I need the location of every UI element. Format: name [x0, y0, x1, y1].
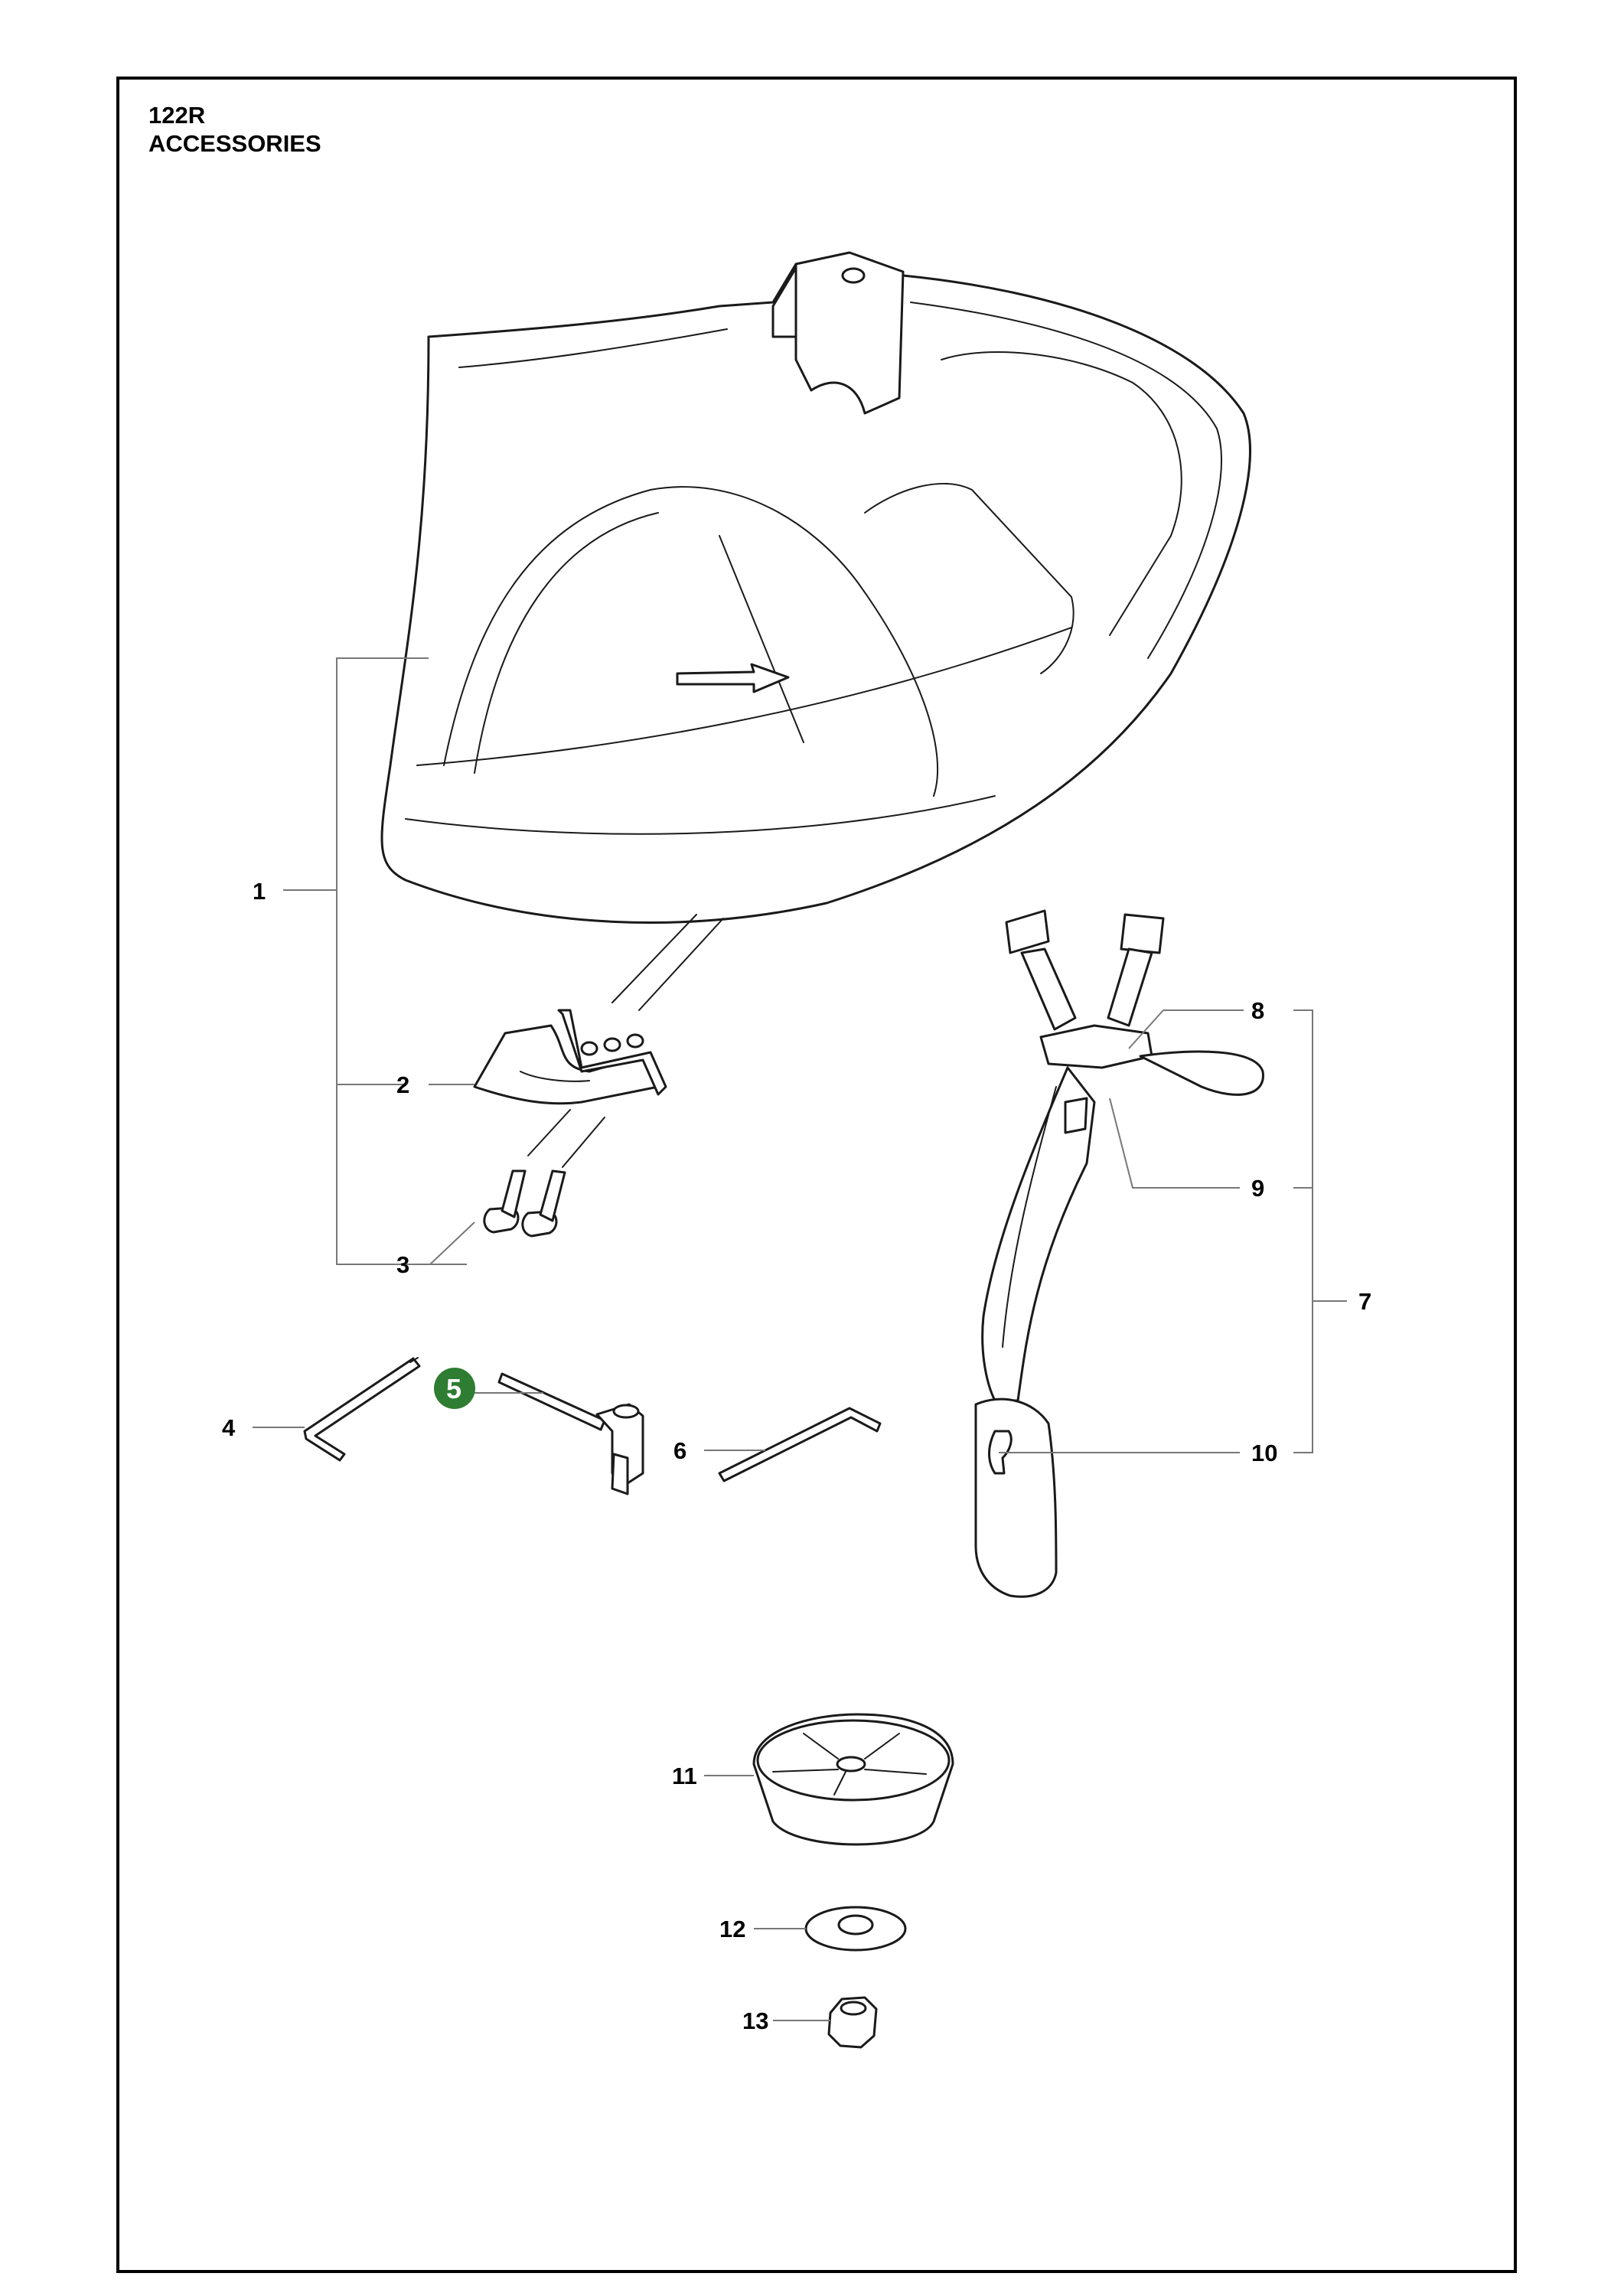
callout-6: 6	[673, 1437, 686, 1464]
callout-11: 11	[672, 1763, 697, 1789]
callout-10: 10	[1251, 1440, 1277, 1466]
guard-bracket-drawing	[473, 914, 724, 1105]
callout-3: 3	[396, 1251, 409, 1278]
callout-13: 13	[742, 2007, 768, 2034]
support-cup-drawing	[752, 1713, 954, 1846]
callout-8: 8	[1251, 997, 1264, 1024]
callout-5: 5	[446, 1373, 461, 1404]
drawing-frame	[116, 77, 1517, 2273]
washer-drawing	[804, 1906, 907, 1952]
callout-labels: 1 2 3 4 5 6 7 8 9 10 11 12 13	[222, 878, 1371, 2034]
callout-12: 12	[719, 1916, 745, 1942]
callout-4: 4	[222, 1414, 236, 1441]
callout-1: 1	[253, 878, 266, 905]
hex-key-drawing	[303, 1357, 421, 1462]
callout-2: 2	[396, 1071, 409, 1098]
grass-guard-drawing	[380, 251, 1251, 924]
section-title: ACCESSORIES	[148, 130, 321, 157]
nut-drawing	[827, 1996, 878, 2049]
harness-drawing	[974, 909, 1264, 1598]
callout-7: 7	[1358, 1288, 1371, 1315]
hex-key-long-drawing	[718, 1407, 882, 1482]
callout-9: 9	[1251, 1175, 1264, 1202]
combination-spanner-drawing	[497, 1372, 644, 1495]
model-title: 122R	[148, 102, 206, 129]
screws-drawing	[483, 1109, 605, 1238]
callout-5-badge	[434, 1368, 475, 1409]
leader-lines	[253, 657, 1347, 2021]
